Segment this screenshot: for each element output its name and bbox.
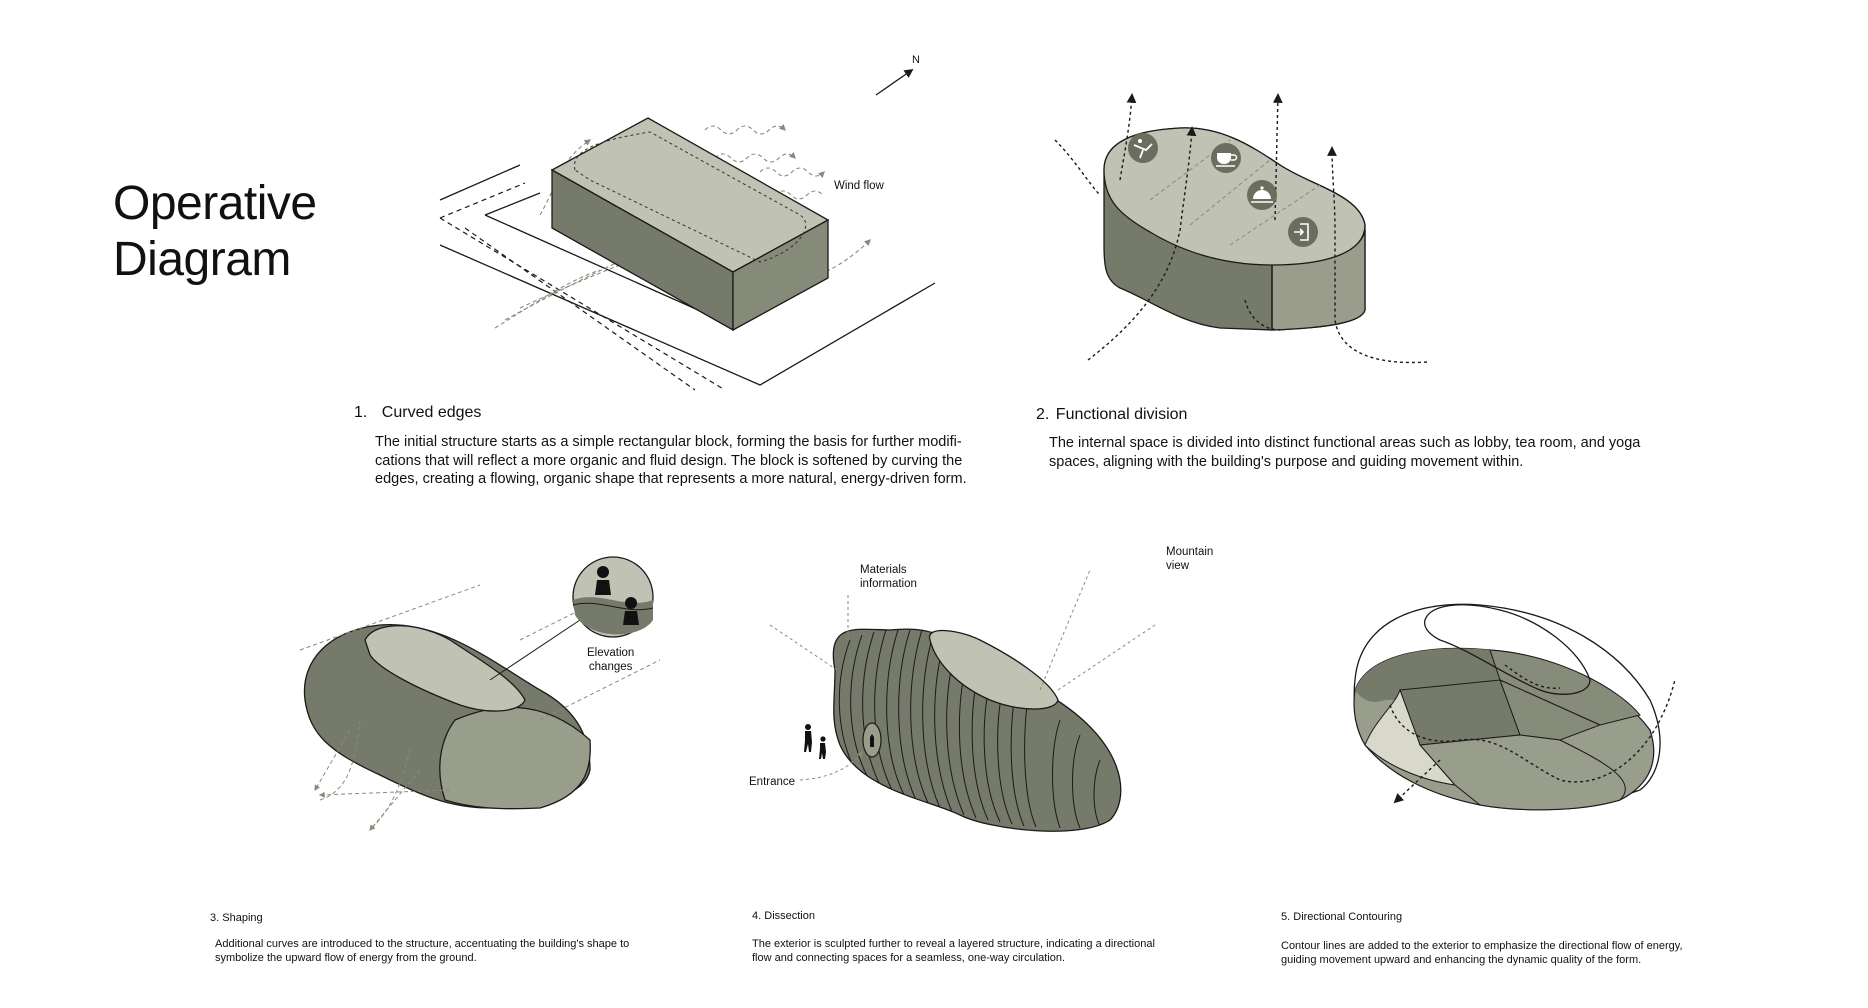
wind-flow-label: Wind flow xyxy=(834,180,884,192)
step-1-title: Curved edges xyxy=(381,404,482,421)
step-3-heading: 3. Shaping xyxy=(210,912,263,924)
step-2-text: The internal space is divided into disti… xyxy=(1049,435,1641,470)
elevation-inset xyxy=(572,556,654,638)
tea-cup-icon xyxy=(1211,143,1241,173)
materials-information-label: Materials information xyxy=(860,564,917,590)
person-icon xyxy=(597,566,609,578)
block-end-face xyxy=(732,218,829,332)
step-4-heading: 4. Dissection xyxy=(752,910,815,922)
elevation-changes-label: Elevation changes xyxy=(587,647,635,673)
step-4-text: The exterior is sculpted further to reve… xyxy=(752,938,1155,964)
diagram-5-contouring xyxy=(1353,603,1676,811)
step-1-text: The initial structure starts as a simple… xyxy=(375,434,967,487)
page-title-line2: Diagram xyxy=(113,233,291,286)
page-title: Operative Diagram xyxy=(113,176,317,288)
diagram-2-capsule xyxy=(1054,93,1428,364)
step-4-title: Dissection xyxy=(764,910,815,922)
person-icon xyxy=(625,597,637,609)
step-4-number: 4. xyxy=(752,910,762,922)
step-2-heading: 2. Functional division xyxy=(1036,406,1187,424)
step-5-text: Contour lines are added to the exterior … xyxy=(1281,940,1683,966)
people-icon xyxy=(804,724,826,759)
step-3-text: Additional curves are introduced to the … xyxy=(215,938,630,964)
site-line xyxy=(439,244,936,386)
entrance-label: Entrance xyxy=(749,776,796,788)
yoga-icon xyxy=(1128,133,1158,163)
exit-icon xyxy=(1288,217,1318,247)
mountain-view-label: Mountain view xyxy=(1166,546,1214,572)
step-2-title: Functional division xyxy=(1055,406,1188,423)
diagram-1-block xyxy=(439,68,936,391)
step-3-title: Shaping xyxy=(222,912,263,924)
step-1-number: 1. xyxy=(354,404,368,421)
north-label: N xyxy=(912,54,920,66)
diagram-3-shaping xyxy=(299,556,661,831)
diagram-4-dissection xyxy=(769,569,1156,832)
step-3-number: 3. xyxy=(210,912,220,924)
north-arrow-icon xyxy=(875,68,914,96)
step-5-heading: 5. Directional Contouring xyxy=(1281,911,1402,923)
step-1-heading: 1. Curved edges xyxy=(354,404,481,422)
step-2-number: 2. xyxy=(1036,406,1050,423)
lobby-bell-icon xyxy=(1247,180,1277,210)
site-line xyxy=(439,164,521,201)
step-5-number: 5. xyxy=(1281,911,1291,923)
page-title-line1: Operative xyxy=(113,177,317,230)
step-5-title: Directional Contouring xyxy=(1293,911,1403,923)
